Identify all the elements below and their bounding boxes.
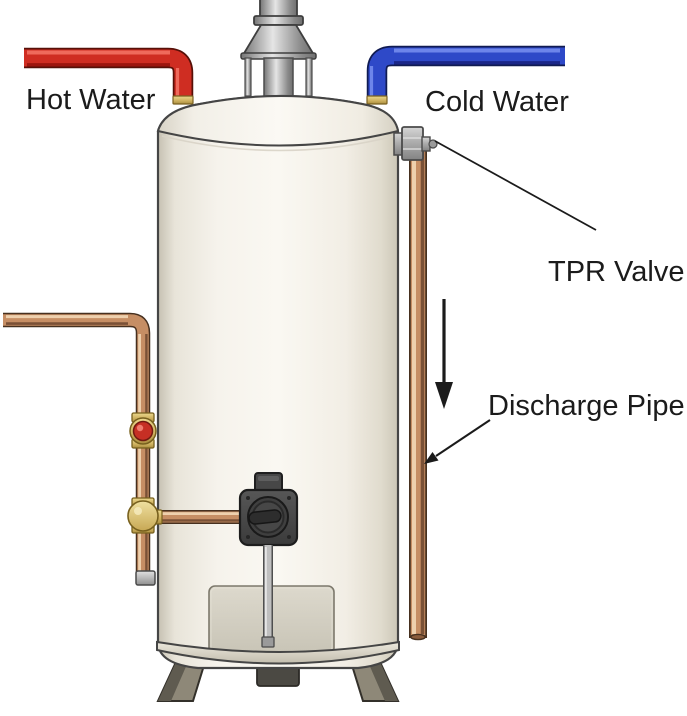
water-heater-tank bbox=[156, 94, 400, 670]
gas-valve-screw bbox=[246, 496, 250, 500]
drip-leg-cap bbox=[135, 570, 156, 586]
discharge-leader-arrowhead bbox=[424, 452, 439, 464]
tank-dome-seam bbox=[161, 135, 395, 152]
ball-valve-highlight bbox=[134, 507, 142, 515]
tank-dome bbox=[156, 95, 400, 147]
tpr-valve bbox=[393, 126, 438, 161]
gas-supply-line bbox=[3, 312, 248, 586]
hot-pipe-body bbox=[24, 49, 192, 102]
gas-valve-dial-handle bbox=[248, 509, 282, 525]
gas-cock-handle-highlight bbox=[136, 424, 144, 432]
labels: Hot Water Cold Water TPR Valve Discharge… bbox=[26, 84, 685, 422]
discharge-pipe-label: Discharge Pipe bbox=[488, 390, 685, 422]
flue-vent-pipe bbox=[240, 0, 317, 101]
ball-valve-body bbox=[127, 500, 159, 532]
discharge-leader-line bbox=[435, 419, 491, 457]
gas-valve-knob-highlight bbox=[258, 476, 279, 481]
gas-cock-valve bbox=[129, 412, 157, 449]
flue-inner-pipe bbox=[263, 57, 294, 101]
ball-valve bbox=[127, 497, 163, 534]
hot-inlet-fitting bbox=[172, 95, 194, 105]
gas-control-valve bbox=[238, 472, 299, 648]
tpr-valve-hex-body bbox=[401, 126, 424, 161]
gas-valve-screw bbox=[287, 535, 291, 539]
hot-water-pipe bbox=[24, 47, 194, 105]
tpr-valve-label: TPR Valve bbox=[548, 256, 684, 288]
tpr-valve-facets bbox=[403, 137, 422, 150]
draft-hood-leg-left bbox=[244, 57, 252, 97]
gas-cock-red-handle bbox=[132, 420, 154, 442]
cold-water-label: Cold Water bbox=[425, 86, 569, 118]
discharge-pipe-end bbox=[410, 633, 426, 641]
tpr-leader-line bbox=[434, 140, 597, 231]
cold-inlet-fitting bbox=[366, 95, 388, 105]
tank-leg-right-shade bbox=[368, 662, 398, 701]
flue-collar bbox=[253, 15, 304, 26]
tank-leg-left-shade bbox=[158, 662, 188, 701]
tank-legs bbox=[156, 661, 400, 702]
manifold-tube-fitting bbox=[261, 636, 275, 648]
gas-line-body bbox=[3, 314, 149, 573]
annotations bbox=[424, 140, 597, 464]
gas-valve-screw bbox=[287, 496, 291, 500]
hot-water-label: Hot Water bbox=[26, 84, 156, 116]
cold-water-pipe bbox=[366, 45, 565, 105]
gas-valve-screw bbox=[246, 535, 250, 539]
tank-base-band bbox=[156, 640, 400, 665]
draft-hood-leg-right bbox=[305, 57, 313, 97]
cold-pipe-body bbox=[368, 47, 565, 102]
discharge-pipe bbox=[409, 148, 427, 641]
tank-body bbox=[156, 94, 400, 670]
flow-direction-arrowhead bbox=[435, 382, 453, 409]
